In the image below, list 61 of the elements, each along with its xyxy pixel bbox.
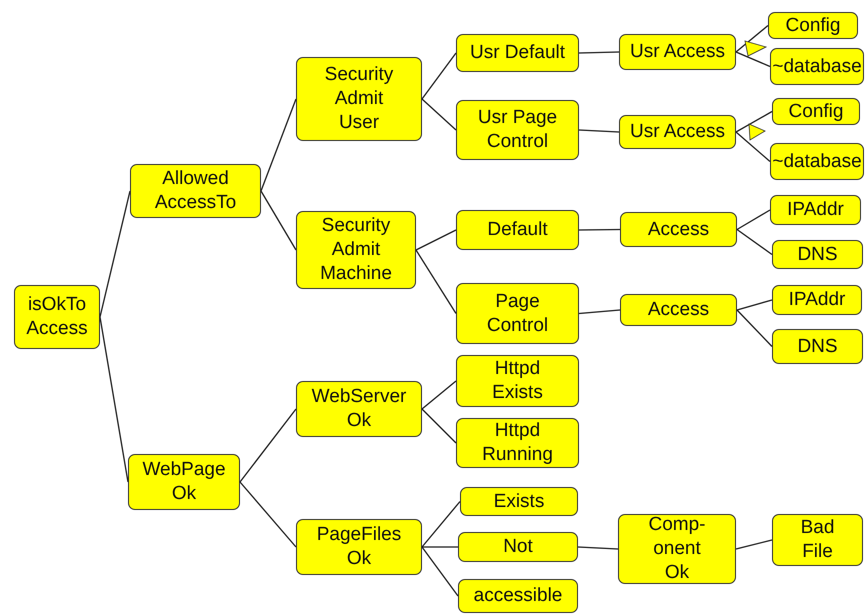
tree-node-box: Comp- onent Ok xyxy=(618,514,736,584)
connector-line xyxy=(260,98,297,192)
tree-node-box: WebServer Ok xyxy=(296,381,422,437)
connector-line xyxy=(736,539,772,550)
tree-node-box: Httpd Exists xyxy=(456,355,579,407)
tree-node-box: Allowed AccessTo xyxy=(130,164,261,218)
connector-line xyxy=(736,299,772,311)
triangle-icon xyxy=(748,123,766,141)
connector-line xyxy=(736,310,772,347)
tree-node-box: WebPage Ok xyxy=(128,454,240,510)
tree-node-box: Default xyxy=(456,210,579,250)
tree-node-box: DNS xyxy=(772,240,863,269)
connector-line xyxy=(578,129,620,133)
tree-node-box: accessible xyxy=(458,579,578,613)
tree-node-box: Not xyxy=(458,532,578,562)
connector-line xyxy=(422,98,456,130)
connector-line xyxy=(416,229,456,251)
triangle-icon xyxy=(744,40,768,57)
connector-line xyxy=(736,25,768,52)
connector-line xyxy=(736,110,772,133)
connector-line xyxy=(421,52,457,100)
connector-line xyxy=(579,228,620,231)
connector-line xyxy=(422,546,458,548)
connector-line xyxy=(99,190,131,318)
connector-line xyxy=(736,228,772,256)
connector-line xyxy=(260,190,297,250)
connector-line xyxy=(736,132,770,162)
connector-line xyxy=(422,380,456,410)
connector-line xyxy=(736,209,770,230)
tree-node-box: ~database xyxy=(770,143,864,180)
tree-node-box: isOkTo Access xyxy=(14,285,100,349)
tree-node-box: Page Control xyxy=(456,283,579,344)
connector-line xyxy=(578,309,620,314)
tree-node-box: Access xyxy=(620,212,737,247)
tree-node-box: Security Admit User xyxy=(296,57,422,141)
connector-line xyxy=(578,546,618,550)
tree-node-box: PageFiles Ok xyxy=(296,519,422,575)
connector-line xyxy=(422,408,456,444)
tree-node-box: Config xyxy=(768,12,858,39)
tree-node-box: Exists xyxy=(460,487,578,516)
tree-node-box: Security Admit Machine xyxy=(296,211,416,289)
tree-node-box: Config xyxy=(772,98,860,125)
tree-node-box: Usr Page Control xyxy=(456,100,579,160)
tree-node-box: Httpd Running xyxy=(456,418,579,468)
connector-line xyxy=(239,408,297,482)
connector-line xyxy=(99,316,129,482)
connector-line xyxy=(422,501,460,548)
connector-line xyxy=(736,51,770,68)
connector-line xyxy=(240,482,296,548)
tree-node-box: Bad File xyxy=(772,514,863,566)
tree-node-box: IPAddr xyxy=(772,285,862,315)
tree-node-box: ~database xyxy=(770,48,864,85)
connector-line xyxy=(415,250,457,314)
tree-node-box: Access xyxy=(620,294,737,326)
tree-node-box: IPAddr xyxy=(770,195,861,225)
tree-node-box: Usr Access xyxy=(619,34,736,70)
connector-line xyxy=(421,546,459,596)
connector-line xyxy=(578,51,620,54)
tree-node-box: Usr Default xyxy=(456,34,579,72)
tree-node-box: DNS xyxy=(772,329,863,364)
tree-node-box: Usr Access xyxy=(619,115,736,149)
